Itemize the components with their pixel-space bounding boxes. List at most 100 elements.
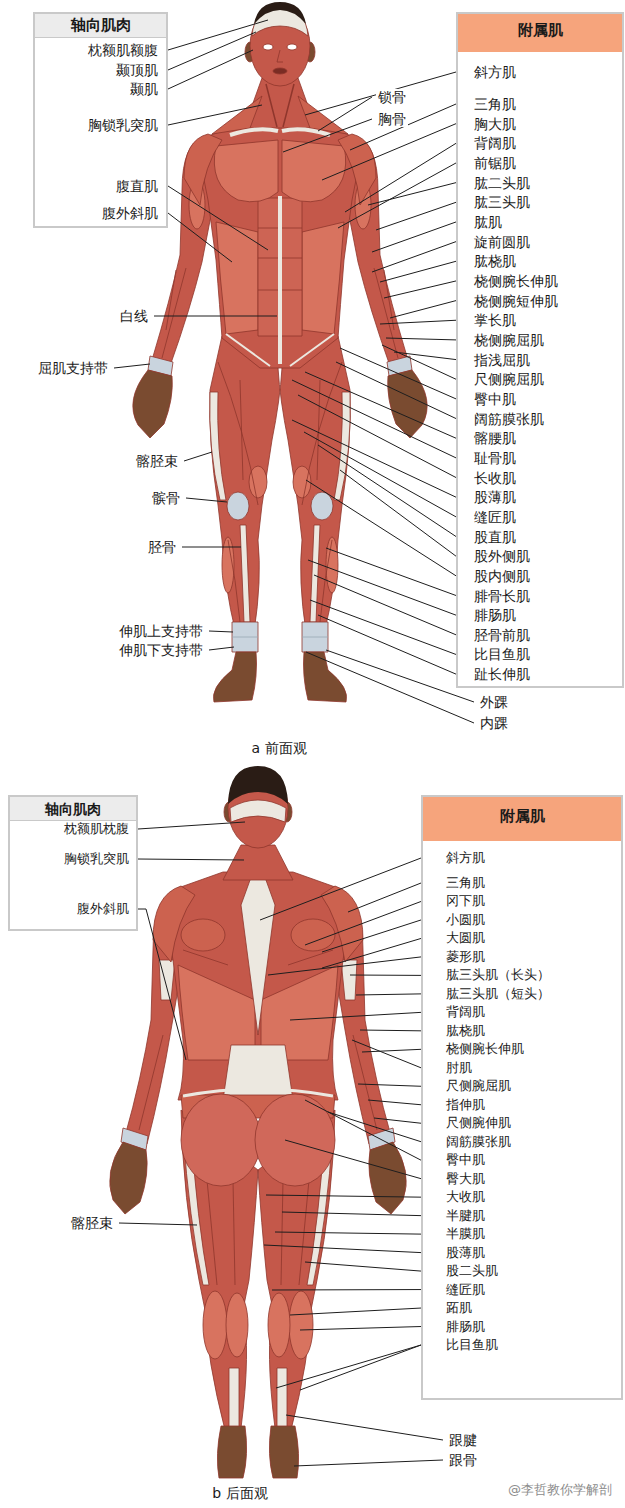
leader-line	[138, 859, 244, 860]
group-heading: 轴向肌肉	[45, 801, 101, 817]
clavicles	[230, 129, 330, 135]
structure-label: 髂胫束	[69, 1215, 115, 1231]
structure-label: 内踝	[478, 715, 510, 731]
leader-line	[380, 261, 456, 282]
sternocleidomastoid	[266, 84, 294, 127]
muscle-name: 大收肌	[446, 1190, 485, 1205]
leader-line	[306, 652, 474, 723]
muscle-name: 趾长伸肌	[474, 666, 530, 682]
leader-line	[305, 72, 456, 115]
muscle-name: 肱肌	[474, 214, 502, 230]
muscle-name: 臀大肌	[446, 1171, 485, 1186]
muscle-list-box: 斜方肌三角肌胸大肌背阔肌前锯肌肱二头肌肱三头肌肱肌旋前圆肌肱桡肌桡侧腕长伸肌桡侧…	[456, 12, 624, 688]
leader-line	[380, 320, 456, 324]
muscle-name: 肘肌	[446, 1060, 472, 1075]
hair	[228, 766, 288, 804]
leader-line	[322, 938, 421, 968]
leader-line	[292, 380, 456, 458]
muscle-name: 胸锁乳突肌	[64, 852, 129, 867]
structure-label: 胫骨	[146, 539, 178, 555]
leader-line	[328, 1112, 421, 1142]
leader-line	[168, 32, 256, 70]
muscle-name: 枕额肌额腹	[88, 42, 158, 58]
vastus-medialis	[249, 466, 267, 498]
muscle-name: 股内侧肌	[474, 568, 530, 584]
muscle-name: 腓骨长肌	[474, 587, 530, 603]
leader-line	[390, 301, 456, 318]
infraspinatus	[291, 919, 335, 951]
leader-line	[350, 975, 421, 976]
muscle-name: 斜方肌	[474, 64, 516, 80]
muscle-name: 尺侧腕伸肌	[446, 1116, 511, 1131]
neck	[223, 845, 293, 880]
structure-label: 髌骨	[150, 490, 182, 506]
structure-label: 屈肌支持带	[36, 360, 110, 376]
muscle-name: 颞顶肌	[116, 62, 158, 78]
leader-line	[305, 1262, 421, 1271]
leader-line	[384, 281, 456, 298]
patella	[227, 492, 249, 520]
infraspinatus	[181, 919, 225, 951]
muscle-name: 股二头肌	[446, 1264, 498, 1279]
structure-label: 跟腱	[447, 1432, 479, 1448]
leader-line	[318, 445, 456, 537]
muscle-name: 半膜肌	[446, 1227, 485, 1242]
leader-line	[356, 994, 421, 995]
structure-label: 跟骨	[447, 1452, 479, 1468]
torso	[203, 124, 357, 368]
muscle-name: 股薄肌	[446, 1245, 485, 1260]
gluteus-maximus	[181, 1094, 261, 1186]
leader-line	[272, 1289, 421, 1290]
leader-line	[310, 600, 456, 654]
leader-line	[372, 242, 456, 272]
muscle-list-box: 轴向肌肉枕额肌枕腹胸锁乳突肌腹外斜肌	[8, 795, 138, 931]
back-figure	[110, 766, 407, 1478]
leader-line	[264, 1245, 421, 1253]
muscle-list-box: 轴向肌肉枕额肌额腹颞顶肌颞肌胸锁乳突肌腹直肌腹外斜肌	[33, 12, 168, 228]
muscle-name: 大圆肌	[446, 931, 485, 946]
muscle-name: 阔筋膜张肌	[446, 1134, 511, 1149]
leader-line	[114, 364, 150, 368]
nose	[277, 50, 283, 62]
galea-aponeurotica	[230, 800, 286, 822]
muscle-name: 肱桡肌	[474, 253, 516, 269]
leader-line	[308, 560, 456, 615]
leader-line	[338, 163, 456, 228]
gastrocnemius	[289, 1291, 313, 1359]
leader-line	[154, 316, 277, 317]
leader-line	[298, 395, 456, 478]
muscle-name: 三角肌	[474, 96, 516, 112]
muscle-name: 臀中肌	[446, 1153, 485, 1168]
leader-line	[372, 222, 456, 252]
leader-line	[382, 345, 456, 379]
muscle-name: 肱三头肌（短头）	[446, 986, 550, 1001]
structure-label: 白线	[118, 308, 150, 324]
extensor-retinacula	[232, 622, 328, 652]
inguinal-lines	[226, 334, 334, 366]
muscle-name: 股外侧肌	[474, 548, 530, 564]
watermark: @李哲教你学解剖	[506, 1483, 614, 1498]
muscle-name: 腓肠肌	[446, 1319, 485, 1334]
leader-line	[282, 1212, 421, 1216]
muscle-name: 背阔肌	[446, 1005, 485, 1020]
muscle-name: 腹外斜肌	[102, 205, 158, 221]
structure-label: 外踝	[478, 694, 510, 710]
leader-line	[168, 105, 262, 125]
muscle-name: 胸锁乳突肌	[88, 117, 158, 133]
group-heading: 附属肌	[500, 808, 545, 825]
group-heading: 附属肌	[518, 22, 563, 39]
gastrocnemius	[226, 1293, 248, 1357]
leader-line	[184, 452, 212, 461]
hair	[254, 2, 306, 24]
leader-line	[266, 1195, 421, 1197]
structure-label: 锁骨	[376, 89, 408, 105]
leader-line	[168, 20, 268, 50]
leader-line	[368, 1100, 421, 1105]
muscle-name: 桡侧腕短伸肌	[474, 293, 558, 309]
leader-line	[348, 883, 421, 912]
leader-line	[268, 957, 421, 975]
group-heading: 轴向肌肉	[71, 17, 131, 34]
eye	[287, 44, 297, 50]
muscle-name: 桡侧腕长伸肌	[474, 273, 558, 289]
